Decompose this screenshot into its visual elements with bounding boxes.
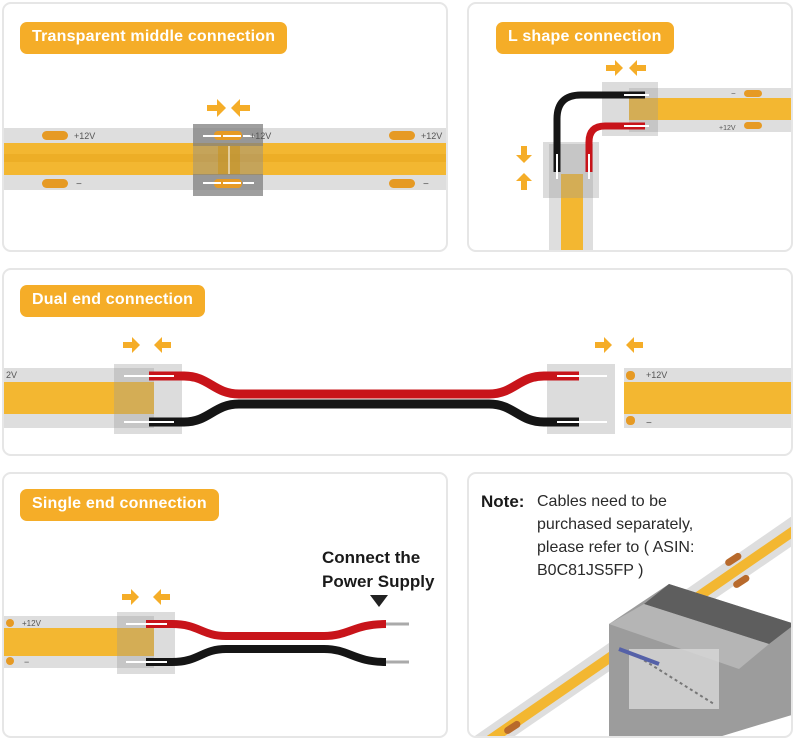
panel-title-tag: Single end connection bbox=[20, 489, 219, 521]
dual-end-connection-diagram: 2V +12V − bbox=[4, 337, 791, 434]
panel-note: Note: Cables need to be purchased separa… bbox=[467, 472, 793, 738]
label-pos: +12V bbox=[22, 619, 42, 628]
middle-connection-diagram: +12V − +12V − +12V bbox=[4, 99, 446, 196]
led-strip-core bbox=[4, 628, 154, 656]
label-pos-mid: +12V bbox=[250, 131, 271, 141]
power-supply-label: Connect the Power Supply bbox=[322, 548, 435, 591]
arrow-left-icon bbox=[629, 60, 646, 76]
arrow-left-icon bbox=[154, 337, 171, 353]
panel-single-end-connection: Single end connection Connect the Power … bbox=[2, 472, 448, 738]
label-pos-left: +12V bbox=[74, 131, 95, 141]
connector-product-illustration bbox=[474, 516, 791, 736]
note-body: Cables need to be purchased separately, … bbox=[537, 493, 695, 579]
arrow-left-icon bbox=[231, 99, 250, 117]
wire-black bbox=[149, 399, 579, 427]
arrow-right-icon bbox=[123, 337, 140, 353]
solder-pad bbox=[389, 179, 415, 188]
l-shape-connection-diagram: − +12V bbox=[516, 60, 791, 250]
panel-title-tag: L shape connection bbox=[496, 22, 674, 54]
solder-pad bbox=[389, 131, 415, 140]
wire-red bbox=[146, 620, 387, 640]
label-neg-right: − bbox=[646, 418, 652, 429]
panel-title-tag: Dual end connection bbox=[20, 285, 206, 317]
wire-red bbox=[585, 122, 645, 172]
panel-title-tag: Transparent middle connection bbox=[20, 22, 288, 54]
arrow-down-icon bbox=[516, 146, 532, 163]
arrow-left-icon bbox=[626, 337, 643, 353]
panel-l-shape-connection: L shape connection − +12V bbox=[467, 2, 793, 252]
label-neg-left: − bbox=[76, 179, 82, 190]
label-pos-right: +12V bbox=[646, 370, 667, 380]
label-neg-right: − bbox=[423, 179, 429, 190]
wire-black bbox=[553, 91, 645, 172]
arrow-right-icon bbox=[122, 589, 139, 605]
note-label: Note: bbox=[481, 492, 525, 511]
arrow-right-icon bbox=[207, 99, 226, 117]
pointer-down-icon bbox=[370, 595, 388, 607]
label-pos-left: 2V bbox=[6, 370, 17, 380]
arrow-right-icon bbox=[606, 60, 623, 76]
arrow-left-icon bbox=[153, 589, 170, 605]
wire-red bbox=[149, 371, 579, 399]
single-end-connection-diagram: +12V − bbox=[4, 589, 409, 674]
led-strip-core bbox=[629, 98, 791, 120]
wire-black bbox=[146, 645, 387, 666]
label-neg: − bbox=[24, 657, 29, 667]
led-strip-core bbox=[561, 174, 583, 250]
arrow-up-icon bbox=[516, 173, 532, 190]
solder-pad bbox=[42, 131, 68, 140]
panel-dual-end-connection: Dual end connection 2V +12V − bbox=[2, 268, 793, 456]
arrow-right-icon bbox=[595, 337, 612, 353]
label-pos-right: +12V bbox=[421, 131, 442, 141]
solder-pad bbox=[42, 179, 68, 188]
label-pos: +12V bbox=[719, 125, 736, 132]
led-strip-core bbox=[4, 382, 154, 414]
label-neg: − bbox=[731, 89, 736, 98]
led-strip-core bbox=[624, 382, 791, 414]
panel-transparent-middle-connection: Transparent middle connection +12V − +12… bbox=[2, 2, 448, 252]
